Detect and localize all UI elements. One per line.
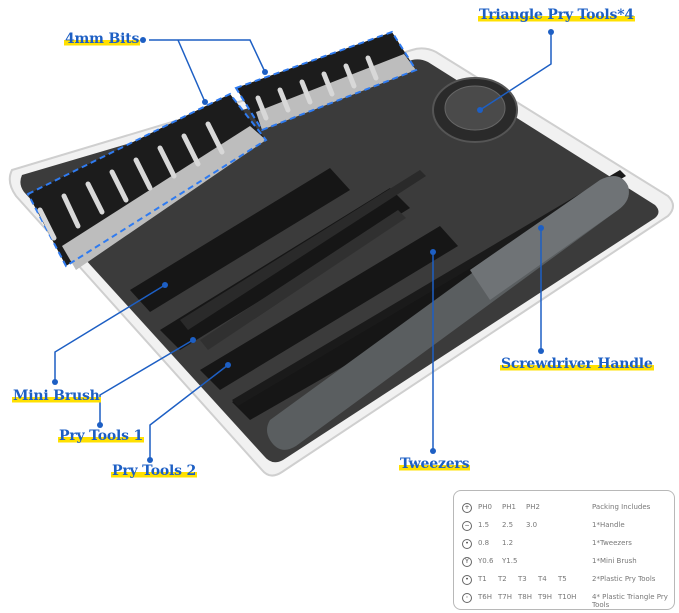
legend-value: T3 <box>518 575 527 583</box>
legend-value: T8H <box>518 593 532 601</box>
legend-value: 1.2 <box>502 539 514 547</box>
legend-value: T2 <box>498 575 507 583</box>
legend-row: − 1.5 2.5 3.0 1*Handle <box>462 521 672 533</box>
legend-row: • T1 T2 T3 T4 T5 2*Plastic Pry Tools <box>462 575 672 587</box>
legend-value: T9H <box>538 593 552 601</box>
legend-pack: 4* Plastic Triangle Pry Tools <box>592 593 668 609</box>
callout-pry-tools-2: Pry Tools 2 <box>111 463 198 479</box>
legend-value: T5 <box>558 575 567 583</box>
callout-label: Tweezers <box>399 456 471 472</box>
tri-wing-icon: Y <box>462 557 472 567</box>
legend-value: Y0.6 <box>478 557 494 565</box>
callout-label: Pry Tools 1 <box>58 428 145 444</box>
callout-label: Triangle Pry Tools*4 <box>478 7 635 23</box>
callout-screwdriver-handle: Screwdriver Handle <box>500 356 654 372</box>
legend-value: T4 <box>538 575 547 583</box>
legend-pack: 1*Handle <box>592 521 625 529</box>
torx-icon: • <box>462 575 472 585</box>
legend-pack: 1*Mini Brush <box>592 557 637 565</box>
callout-triangle-pry-tools: Triangle Pry Tools*4 <box>478 7 635 23</box>
legend-value: 3.0 <box>526 521 538 529</box>
legend-pack: 2*Plastic Pry Tools <box>592 575 656 583</box>
legend-value: 0.8 <box>478 539 490 547</box>
legend-value: Y1.5 <box>502 557 518 565</box>
legend-value: 1.5 <box>478 521 490 529</box>
slotted-icon: − <box>462 521 472 531</box>
legend-value: PH0 <box>478 503 492 511</box>
callout-tweezers: Tweezers <box>399 456 471 472</box>
legend-value: 2.5 <box>502 521 514 529</box>
bit-legend-table: + PH0 PH1 PH2 Packing Includes − 1.5 2.5… <box>453 490 675 610</box>
callout-4mm-bits: 4mm Bits <box>64 31 141 47</box>
legend-value: T1 <box>478 575 487 583</box>
callout-mini-brush: Mini Brush <box>12 388 101 404</box>
legend-value: PH1 <box>502 503 516 511</box>
legend-row: • 0.8 1.2 1*Tweezers <box>462 539 672 551</box>
callout-label: Pry Tools 2 <box>111 463 198 479</box>
legend-value: T6H <box>478 593 492 601</box>
legend-pack: Packing Includes <box>592 503 651 511</box>
legend-value: T10H <box>558 593 577 601</box>
torx-security-icon: ◦ <box>462 593 472 603</box>
callout-label: Mini Brush <box>12 388 101 404</box>
legend-row: ◦ T6H T7H T8H T9H T10H 4* Plastic Triang… <box>462 593 672 609</box>
legend-row: Y Y0.6 Y1.5 1*Mini Brush <box>462 557 672 569</box>
callout-pry-tools-1: Pry Tools 1 <box>58 428 145 444</box>
legend-pack: 1*Tweezers <box>592 539 632 547</box>
pentalobe-icon: • <box>462 539 472 549</box>
legend-value: PH2 <box>526 503 540 511</box>
callout-label: 4mm Bits <box>64 31 141 47</box>
legend-row: + PH0 PH1 PH2 Packing Includes <box>462 503 672 515</box>
legend-value: T7H <box>498 593 512 601</box>
phillips-icon: + <box>462 503 472 513</box>
callout-label: Screwdriver Handle <box>500 356 654 372</box>
